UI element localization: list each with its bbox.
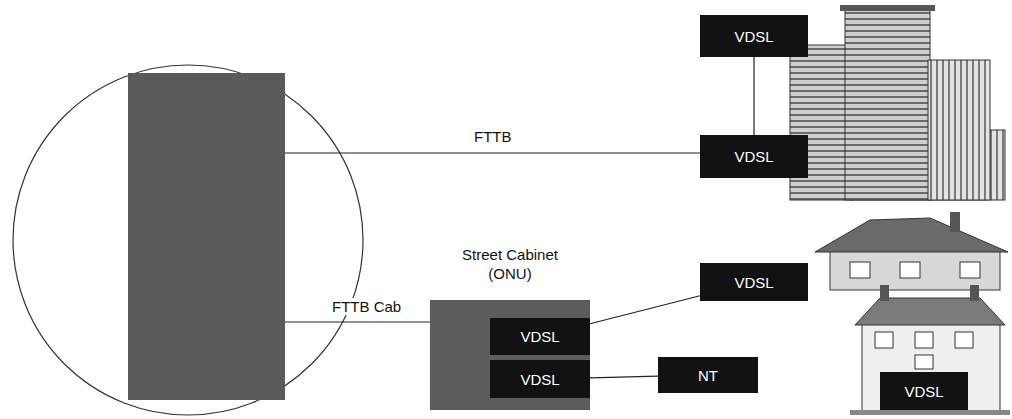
house-illustration [815, 212, 1008, 290]
office-building [790, 5, 1005, 200]
copper-link [590, 376, 658, 378]
copper-link [590, 296, 700, 324]
box-label: VDSL [520, 328, 559, 345]
box-label: VDSL [520, 371, 559, 388]
equipment-box: VDSL [490, 318, 590, 355]
network-ring [13, 65, 363, 415]
house-illustration [850, 285, 1010, 415]
equipment-box: VDSL [700, 135, 808, 178]
exchange-block [128, 73, 285, 400]
equipment-box: NT [658, 357, 758, 393]
fttb-cab-fibre [285, 321, 430, 322]
box-label: VDSL [734, 148, 773, 165]
equipment-box: VDSL [880, 372, 968, 410]
cabinet-heading: Street Cabinet (ONU) [450, 246, 570, 284]
street-cabinet: Street Cabinet (ONU) VDSL VDSL [430, 242, 590, 410]
link-label: FTTB Cab [330, 298, 403, 315]
box-label: NT [698, 367, 718, 384]
box-label: VDSL [904, 383, 943, 400]
equipment-box: VDSL [700, 15, 808, 57]
equipment-box: VDSL [700, 263, 808, 301]
box-label: VDSL [734, 274, 773, 291]
link-label: FTTB [472, 128, 514, 145]
equipment-box: VDSL [490, 360, 590, 398]
fttb-fibre [285, 152, 700, 153]
copper-link [753, 57, 754, 135]
box-label: VDSL [734, 28, 773, 45]
